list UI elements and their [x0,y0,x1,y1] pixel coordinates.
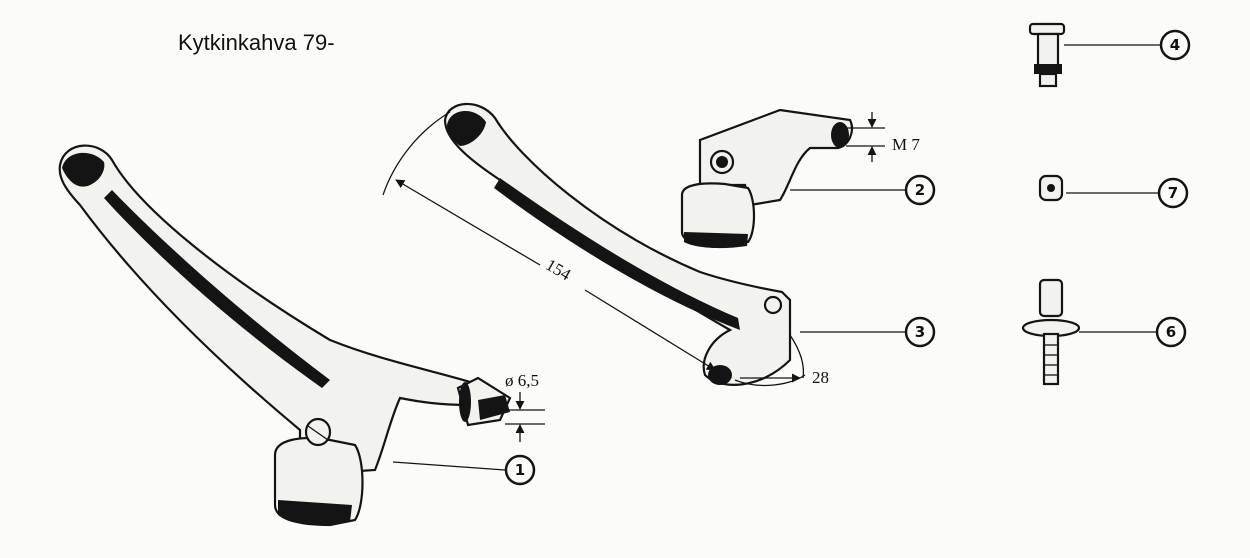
cable-adjuster [1021,278,1081,386]
dimension-m7-label: M 7 [892,135,920,154]
pivot-bolt [1028,22,1066,88]
dimension-m7: M 7 [846,112,920,162]
svg-text:6: 6 [1166,323,1176,341]
callout-6: 6 [1155,316,1187,348]
dimension-diameter: ø 6,5 [505,371,545,442]
dimension-154-label: 154 [543,255,575,284]
svg-text:1: 1 [515,461,525,479]
callout-2: 2 [904,174,936,206]
lever-bracket [680,108,854,249]
callout-1: 1 [504,454,536,486]
dimension-28-label: 28 [812,368,829,387]
leader-lines [392,44,1160,471]
callout-3: 3 [904,316,936,348]
diagram-title: Kytkinkahva 79- [178,30,335,55]
clutch-lever-assembly [58,144,512,527]
svg-text:7: 7 [1168,184,1178,202]
dimension-28: 28 [740,334,829,387]
svg-text:3: 3 [915,323,925,341]
lever-blade [443,102,792,386]
callout-4: 4 [1159,29,1191,61]
dimension-diameter-label: ø 6,5 [505,371,539,390]
svg-text:4: 4 [1170,36,1180,54]
cable-nipple [1038,174,1064,202]
svg-text:2: 2 [915,181,925,199]
callout-7: 7 [1157,177,1189,209]
